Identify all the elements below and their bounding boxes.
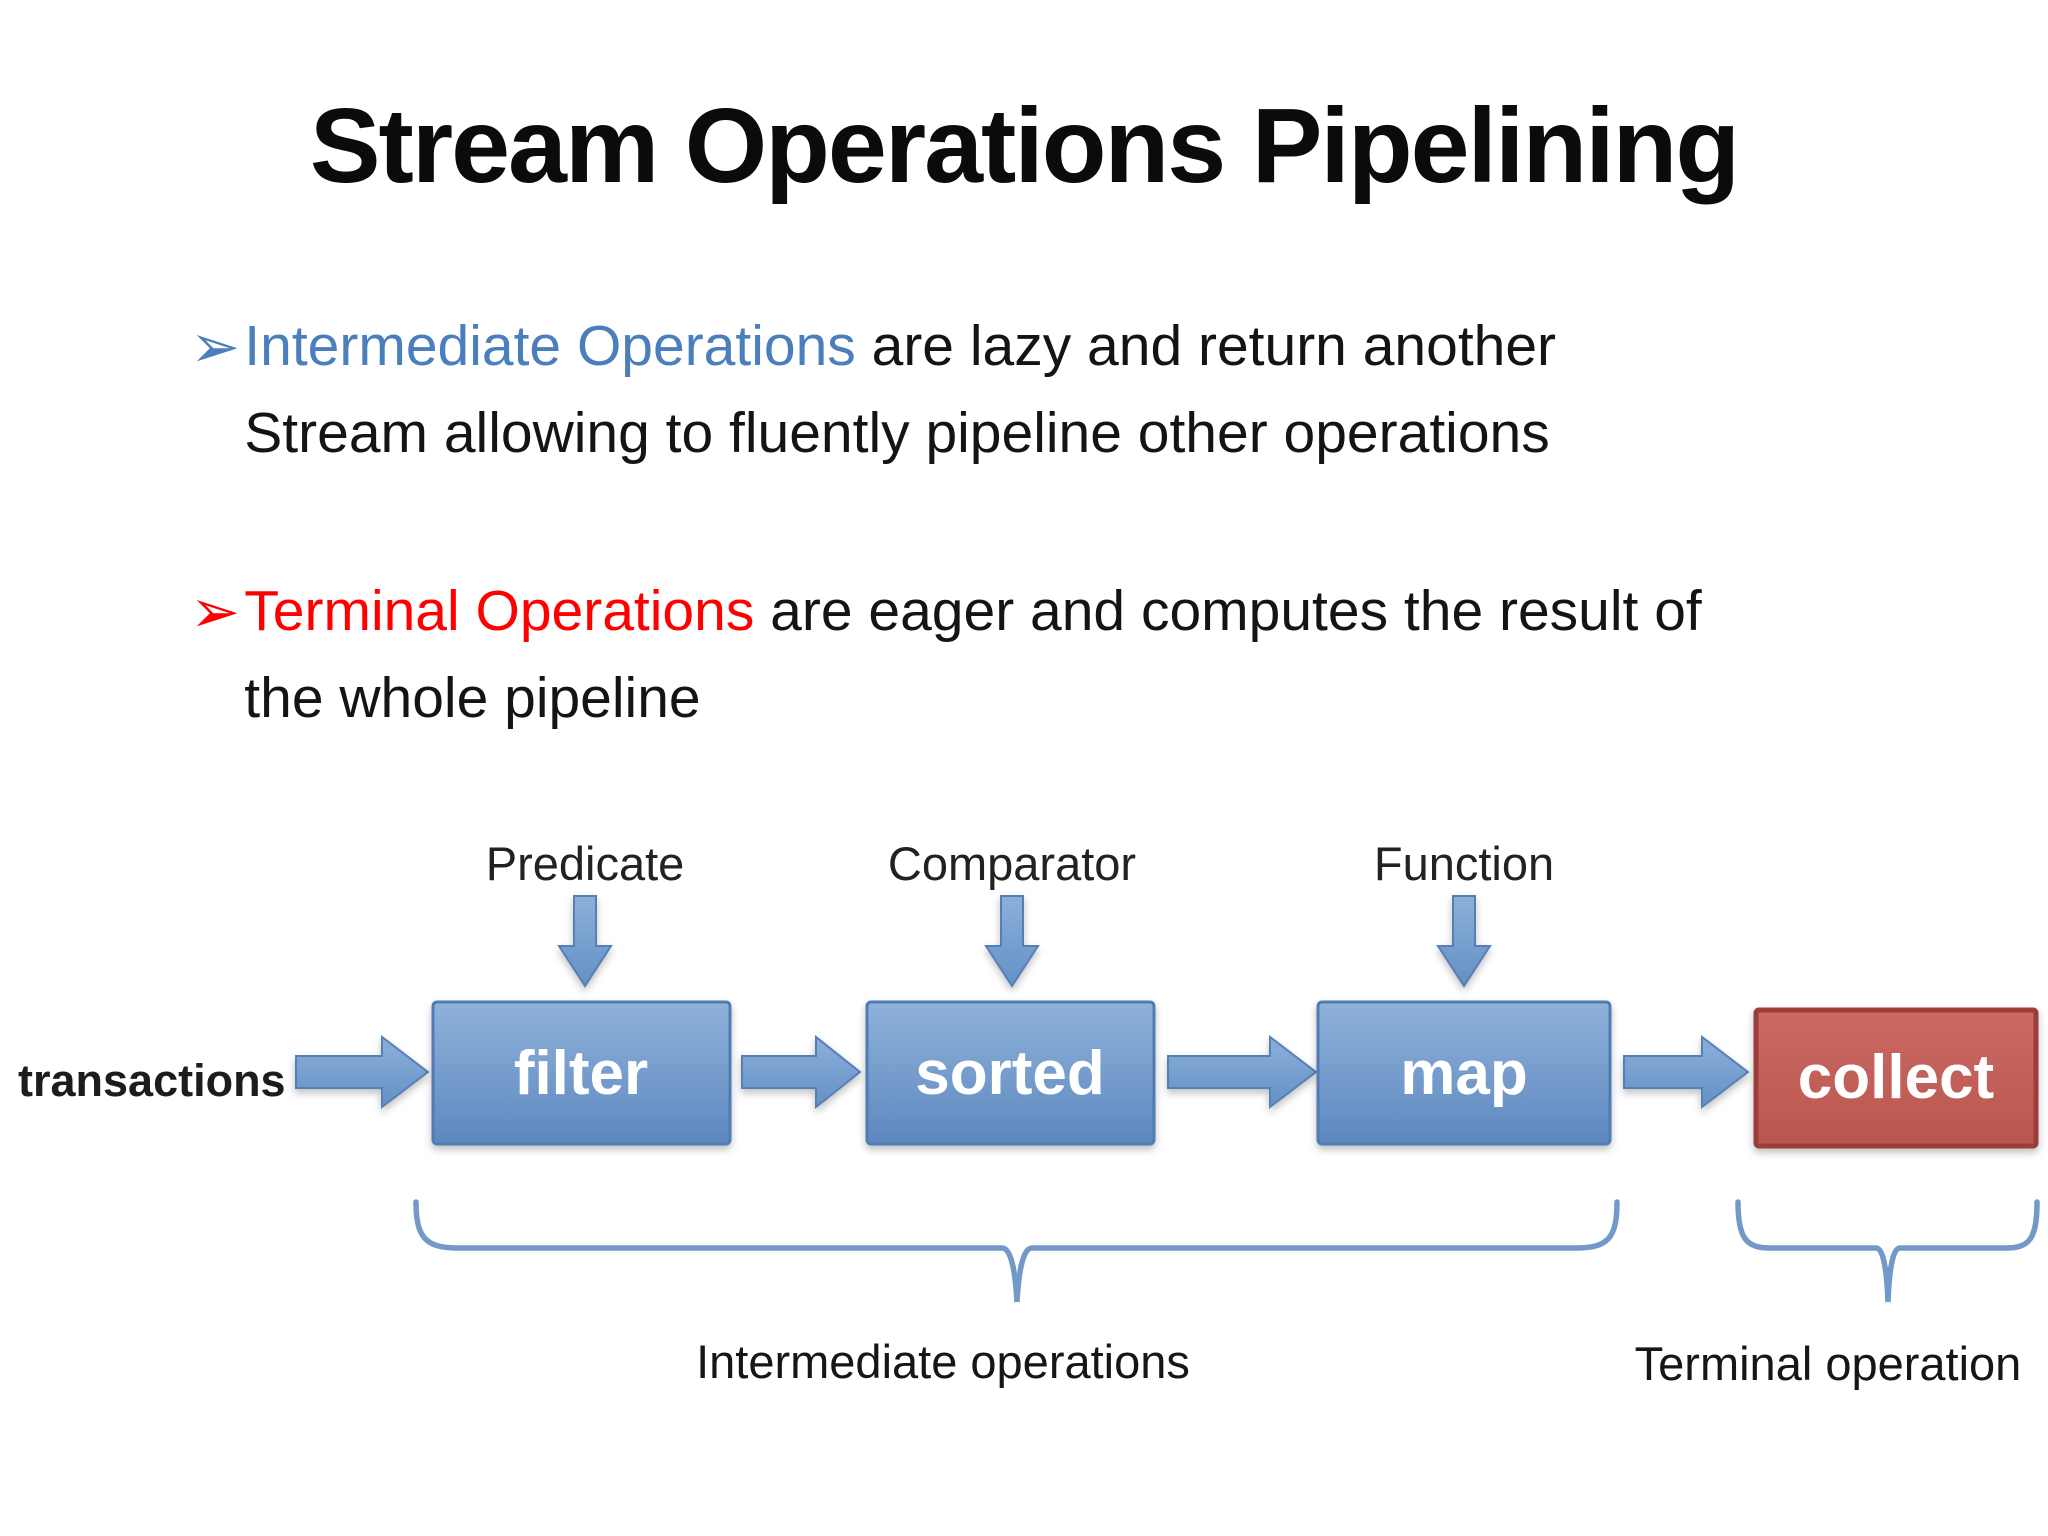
bullet-line-2: Stream allowing to fluently pipeline oth… xyxy=(244,401,1550,465)
right-arrow-icon xyxy=(295,1034,430,1110)
arrow-bullet-icon: ➢ xyxy=(190,313,241,380)
bullet-text: Intermediate Operations are lazy and ret… xyxy=(244,303,1556,477)
stage-sorted: sorted xyxy=(865,1000,1156,1146)
terminal-brace xyxy=(1735,1199,2040,1303)
stage-label: sorted xyxy=(915,1039,1104,1108)
bullet-tail: are lazy and return another xyxy=(855,314,1557,378)
arrow-bullet-icon: ➢ xyxy=(190,578,241,645)
param-label-predicate: Predicate xyxy=(486,837,685,890)
down-arrow-icon xyxy=(557,895,613,988)
down-arrow-icon xyxy=(1436,895,1492,988)
stage-label: collect xyxy=(1798,1043,1994,1112)
stage-label: filter xyxy=(514,1039,648,1108)
stage-map: map xyxy=(1316,1000,1612,1146)
stage-filter: filter xyxy=(431,1000,732,1146)
param-label-function: Function xyxy=(1374,837,1554,890)
bullet-line-1: Intermediate Operations are lazy and ret… xyxy=(244,303,1556,390)
pipeline-diagram: transactions Predicate Comparator Functi… xyxy=(18,837,2040,1390)
group-label-terminal: Terminal operation xyxy=(1635,1337,2022,1390)
stage-collect: collect xyxy=(1753,1007,2039,1149)
bullet-item-terminal: ➢ Terminal Operations are eager and comp… xyxy=(190,568,1702,742)
bullet-item-intermediate: ➢ Intermediate Operations are lazy and r… xyxy=(190,303,1556,477)
slide-title: Stream Operations Pipelining xyxy=(309,87,1740,205)
down-arrow-icon xyxy=(984,895,1040,988)
right-arrow-icon xyxy=(741,1034,862,1110)
param-label-comparator: Comparator xyxy=(888,837,1136,890)
bullet-line-1: Terminal Operations are eager and comput… xyxy=(244,568,1701,655)
bullet-lead: Intermediate Operations xyxy=(244,314,856,378)
bullet-text: Terminal Operations are eager and comput… xyxy=(244,568,1701,742)
intermediate-brace xyxy=(413,1199,1620,1303)
bullet-lead: Terminal Operations xyxy=(244,579,755,643)
stage-label: map xyxy=(1400,1039,1527,1108)
right-arrow-icon xyxy=(1167,1034,1318,1110)
group-label-intermediate: Intermediate operations xyxy=(696,1335,1190,1388)
bullet-line-2: the whole pipeline xyxy=(244,666,701,730)
input-label: transactions xyxy=(18,1055,286,1106)
bullet-tail: are eager and computes the result of xyxy=(754,579,1702,643)
right-arrow-icon xyxy=(1623,1034,1750,1110)
